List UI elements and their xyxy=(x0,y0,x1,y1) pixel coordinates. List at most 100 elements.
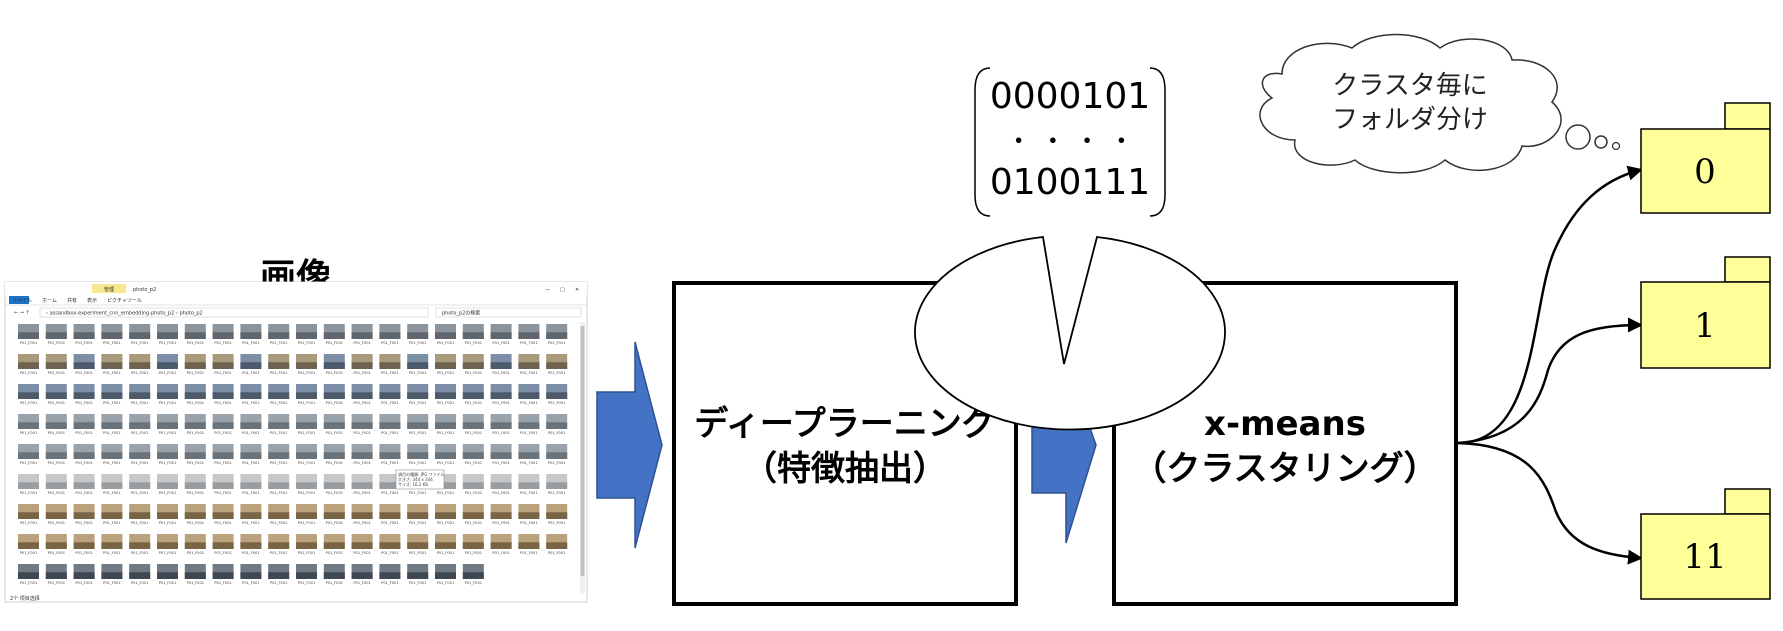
thumbnail-filename: P01_F001 xyxy=(326,551,343,555)
explorer-manage-tab-bg xyxy=(92,284,126,293)
arrow-to-folder-0 xyxy=(1457,165,1643,445)
photo-thumbnail-shade xyxy=(407,542,429,549)
photo-thumbnail-shade xyxy=(435,572,456,579)
thumbnail-filename: P01_F001 xyxy=(75,491,92,495)
thumbnail-filename: P01_F001 xyxy=(103,371,120,375)
close-icon[interactable]: ✕ xyxy=(575,287,579,293)
thumbnail-filename: P01_F001 xyxy=(103,341,120,345)
photo-thumbnail-shade xyxy=(351,542,373,549)
thumbnail-filename: P01_F001 xyxy=(520,551,537,555)
thumbnail-filename: P01_F001 xyxy=(409,551,426,555)
thumbnail-filename: P01_F001 xyxy=(520,371,537,375)
photo-thumbnail-shade xyxy=(490,422,512,429)
photo-thumbnail-shade xyxy=(435,332,456,339)
photo-thumbnail-shade xyxy=(351,362,373,369)
thumbnail-filename: P01_F001 xyxy=(437,401,454,405)
search-box[interactable] xyxy=(435,307,582,318)
thumbnail-filename: P01_F001 xyxy=(20,491,37,495)
photo-thumbnail-shade xyxy=(184,422,206,429)
maximize-icon[interactable]: □ xyxy=(560,287,565,293)
photo-thumbnail-shade xyxy=(490,392,512,399)
thumbnail-filename: P01_F001 xyxy=(131,551,148,555)
thumbnail-filename: P01_F001 xyxy=(131,521,148,525)
photo-thumbnail-shade xyxy=(490,512,512,519)
thumbnail-filename: P01_F001 xyxy=(326,461,343,465)
thumbnail-filename: P01_F001 xyxy=(48,581,65,585)
photo-thumbnail-shade xyxy=(212,542,234,549)
thumbnail-filename: P01_F001 xyxy=(270,401,287,405)
ribbon-tab[interactable]: ファイル xyxy=(12,298,32,304)
photo-thumbnail-shade xyxy=(129,482,151,489)
photo-thumbnail-shade xyxy=(462,362,484,369)
photo-thumbnail-shade xyxy=(323,332,345,339)
tooltip-line-3: サイズ: 16.2 KB xyxy=(398,481,428,487)
ribbon-tab[interactable]: 共有 xyxy=(67,297,77,304)
photo-thumbnail-shade xyxy=(490,482,512,489)
file-tooltip: 項目の種類: JPG ファイル 大きさ: 344 x 344 サイズ: 16.2… xyxy=(395,469,445,490)
thumbnail-filename: P01_F001 xyxy=(131,431,148,435)
photo-thumbnail-shade xyxy=(240,572,262,579)
explorer-manage-tab[interactable]: 管理 xyxy=(104,286,114,293)
nav-buttons-icon[interactable]: ← → ↑ xyxy=(14,310,30,316)
thumbnail-filename: P01_F001 xyxy=(159,401,176,405)
thumbnail-filename: P01_F001 xyxy=(381,461,398,465)
thumbnail-filename: P01_F001 xyxy=(381,521,398,525)
photo-thumbnail-shade xyxy=(73,482,95,489)
ribbon-tab[interactable]: ピクチャツール xyxy=(107,298,142,304)
photo-thumbnail-shade xyxy=(184,542,206,549)
tooltip-line-1: 項目の種類: JPG ファイル xyxy=(398,471,445,477)
thumbnail-filename: P01_F001 xyxy=(548,551,565,555)
thumbnail-filename: P01_F001 xyxy=(131,371,148,375)
thumbnail-filename: P01_F001 xyxy=(409,401,426,405)
thumbnail-filename: P01_F001 xyxy=(159,341,176,345)
thumbnail-filename: P01_F001 xyxy=(48,491,65,495)
thumbnail-filename: P01_F001 xyxy=(214,431,231,435)
photo-thumbnail-shade xyxy=(212,452,234,459)
ribbon-tab[interactable]: ホーム xyxy=(42,298,57,304)
thumbnail-filename: P01_F001 xyxy=(298,551,315,555)
thumbnail-filename: P01_F001 xyxy=(298,371,315,375)
folder-1: 1 xyxy=(1640,256,1771,369)
deep-learning-label: ディープラーニング xyxy=(694,404,996,444)
vector-row-last: 0100111 xyxy=(990,162,1150,203)
photo-thumbnail-shade xyxy=(101,512,123,519)
photo-thumbnail-shade xyxy=(462,422,484,429)
thumbnail-filename: P01_F001 xyxy=(159,431,176,435)
photo-thumbnail-shade xyxy=(101,422,123,429)
photo-thumbnail-shade xyxy=(407,332,429,339)
thumbnail-filename: P01_F001 xyxy=(159,521,176,525)
photo-thumbnail-shade xyxy=(351,332,373,339)
thumbnail-filename: P01_F001 xyxy=(75,521,92,525)
thumbnail-filename: P01_F001 xyxy=(75,551,92,555)
photo-thumbnail-shade xyxy=(240,512,262,519)
thumbnail-filename: P01_F001 xyxy=(214,371,231,375)
thumbnail-filename: P01_F001 xyxy=(214,341,231,345)
minimize-icon[interactable]: — xyxy=(545,287,550,293)
thumbnail-filename: P01_F001 xyxy=(187,371,204,375)
address-bar[interactable] xyxy=(39,307,429,318)
photo-thumbnail-shade xyxy=(351,482,373,489)
photo-thumbnail-shade xyxy=(101,482,123,489)
ribbon-tab[interactable]: 表示 xyxy=(87,297,97,304)
photo-thumbnail-shade xyxy=(45,392,67,399)
thumbnail-filename: P01_F001 xyxy=(326,491,343,495)
explorer-scrollbar-thumb[interactable] xyxy=(580,326,585,576)
photo-thumbnail-shade xyxy=(101,362,123,369)
photo-thumbnail-shade xyxy=(379,452,401,459)
photo-thumbnail-shade xyxy=(518,452,540,459)
photo-thumbnail-shade xyxy=(184,452,206,459)
photo-thumbnail-shade xyxy=(490,332,512,339)
photo-thumbnail-shade xyxy=(157,362,178,369)
thumbnail-filename: P01_F001 xyxy=(548,521,565,525)
thumbnail-filename: P01_F001 xyxy=(48,431,65,435)
thumbnail-filename: P01_F001 xyxy=(465,521,482,525)
photo-thumbnail-shade xyxy=(407,362,429,369)
thought-dot-large xyxy=(1565,124,1591,150)
thumbnail-filename: P01_F001 xyxy=(20,521,37,525)
vector-row-ellipsis: ・ ・ ・ ・ xyxy=(1006,127,1135,157)
address-path: › assandbox-experiment_cnn_embedding-pho… xyxy=(46,311,203,317)
thumbnail-filename: P01_F001 xyxy=(437,551,454,555)
photo-thumbnail-shade xyxy=(18,392,39,399)
photo-thumbnail-shade xyxy=(435,512,456,519)
thumbnail-filename: P01_F001 xyxy=(187,431,204,435)
